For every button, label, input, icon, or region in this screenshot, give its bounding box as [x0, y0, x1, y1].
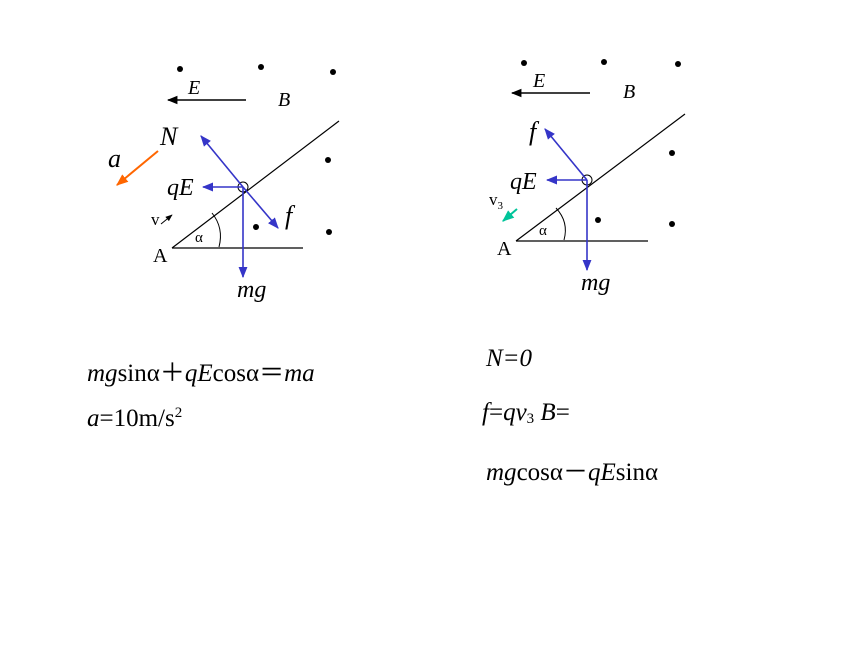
right-velocity-label: v3 [489, 190, 504, 212]
left-equation-acceleration: a=10m/s2 [87, 405, 183, 432]
right-gravity-label: mg [581, 270, 610, 296]
left-angle-arc [211, 212, 221, 248]
right-diagram: E B α A f qE mg v3 [489, 59, 686, 296]
right-equation-balance: mgcosα－qEsinα [486, 459, 659, 486]
left-friction-arrow [242, 186, 279, 229]
right-friction-label: f [529, 117, 540, 146]
right-magnetic-label: B [623, 81, 635, 103]
left-point-label: A [153, 245, 168, 267]
left-gravity-label: mg [237, 277, 266, 303]
left-incline [171, 120, 340, 249]
left-equation-force-balance: mgsinα＋qEcosα＝ma [87, 360, 315, 387]
left-normal-force-arrow [200, 135, 244, 188]
right-magnetic-field-dots [521, 59, 681, 227]
right-angle-label: α [539, 223, 547, 239]
right-equation-friction: f=qv3 B= [482, 399, 570, 427]
right-friction-arrow [544, 128, 588, 181]
right-point-label: A [497, 238, 512, 260]
right-angle-arc [555, 207, 566, 241]
left-normal-label: N [159, 122, 179, 151]
left-acceleration-arrow [116, 150, 159, 186]
right-incline [515, 113, 686, 242]
left-velocity-label: v [151, 210, 160, 229]
left-angle-label: α [195, 230, 203, 246]
left-magnetic-label: B [278, 89, 290, 111]
right-velocity-subscript: 3 [498, 200, 504, 212]
left-electric-force-label: qE [167, 175, 194, 201]
left-accel-label: a [108, 144, 121, 173]
right-equation-normal: N=0 [486, 345, 533, 372]
left-magnetic-field-dots [177, 64, 336, 235]
left-field-label: E [187, 77, 200, 99]
left-friction-label: f [285, 201, 296, 230]
left-velocity-arrow [160, 214, 173, 225]
right-electric-force-label: qE [510, 169, 537, 195]
right-velocity-arrow [502, 208, 518, 222]
left-diagram: E B α A N qE f mg a v [108, 64, 340, 303]
right-field-label: E [532, 70, 545, 92]
